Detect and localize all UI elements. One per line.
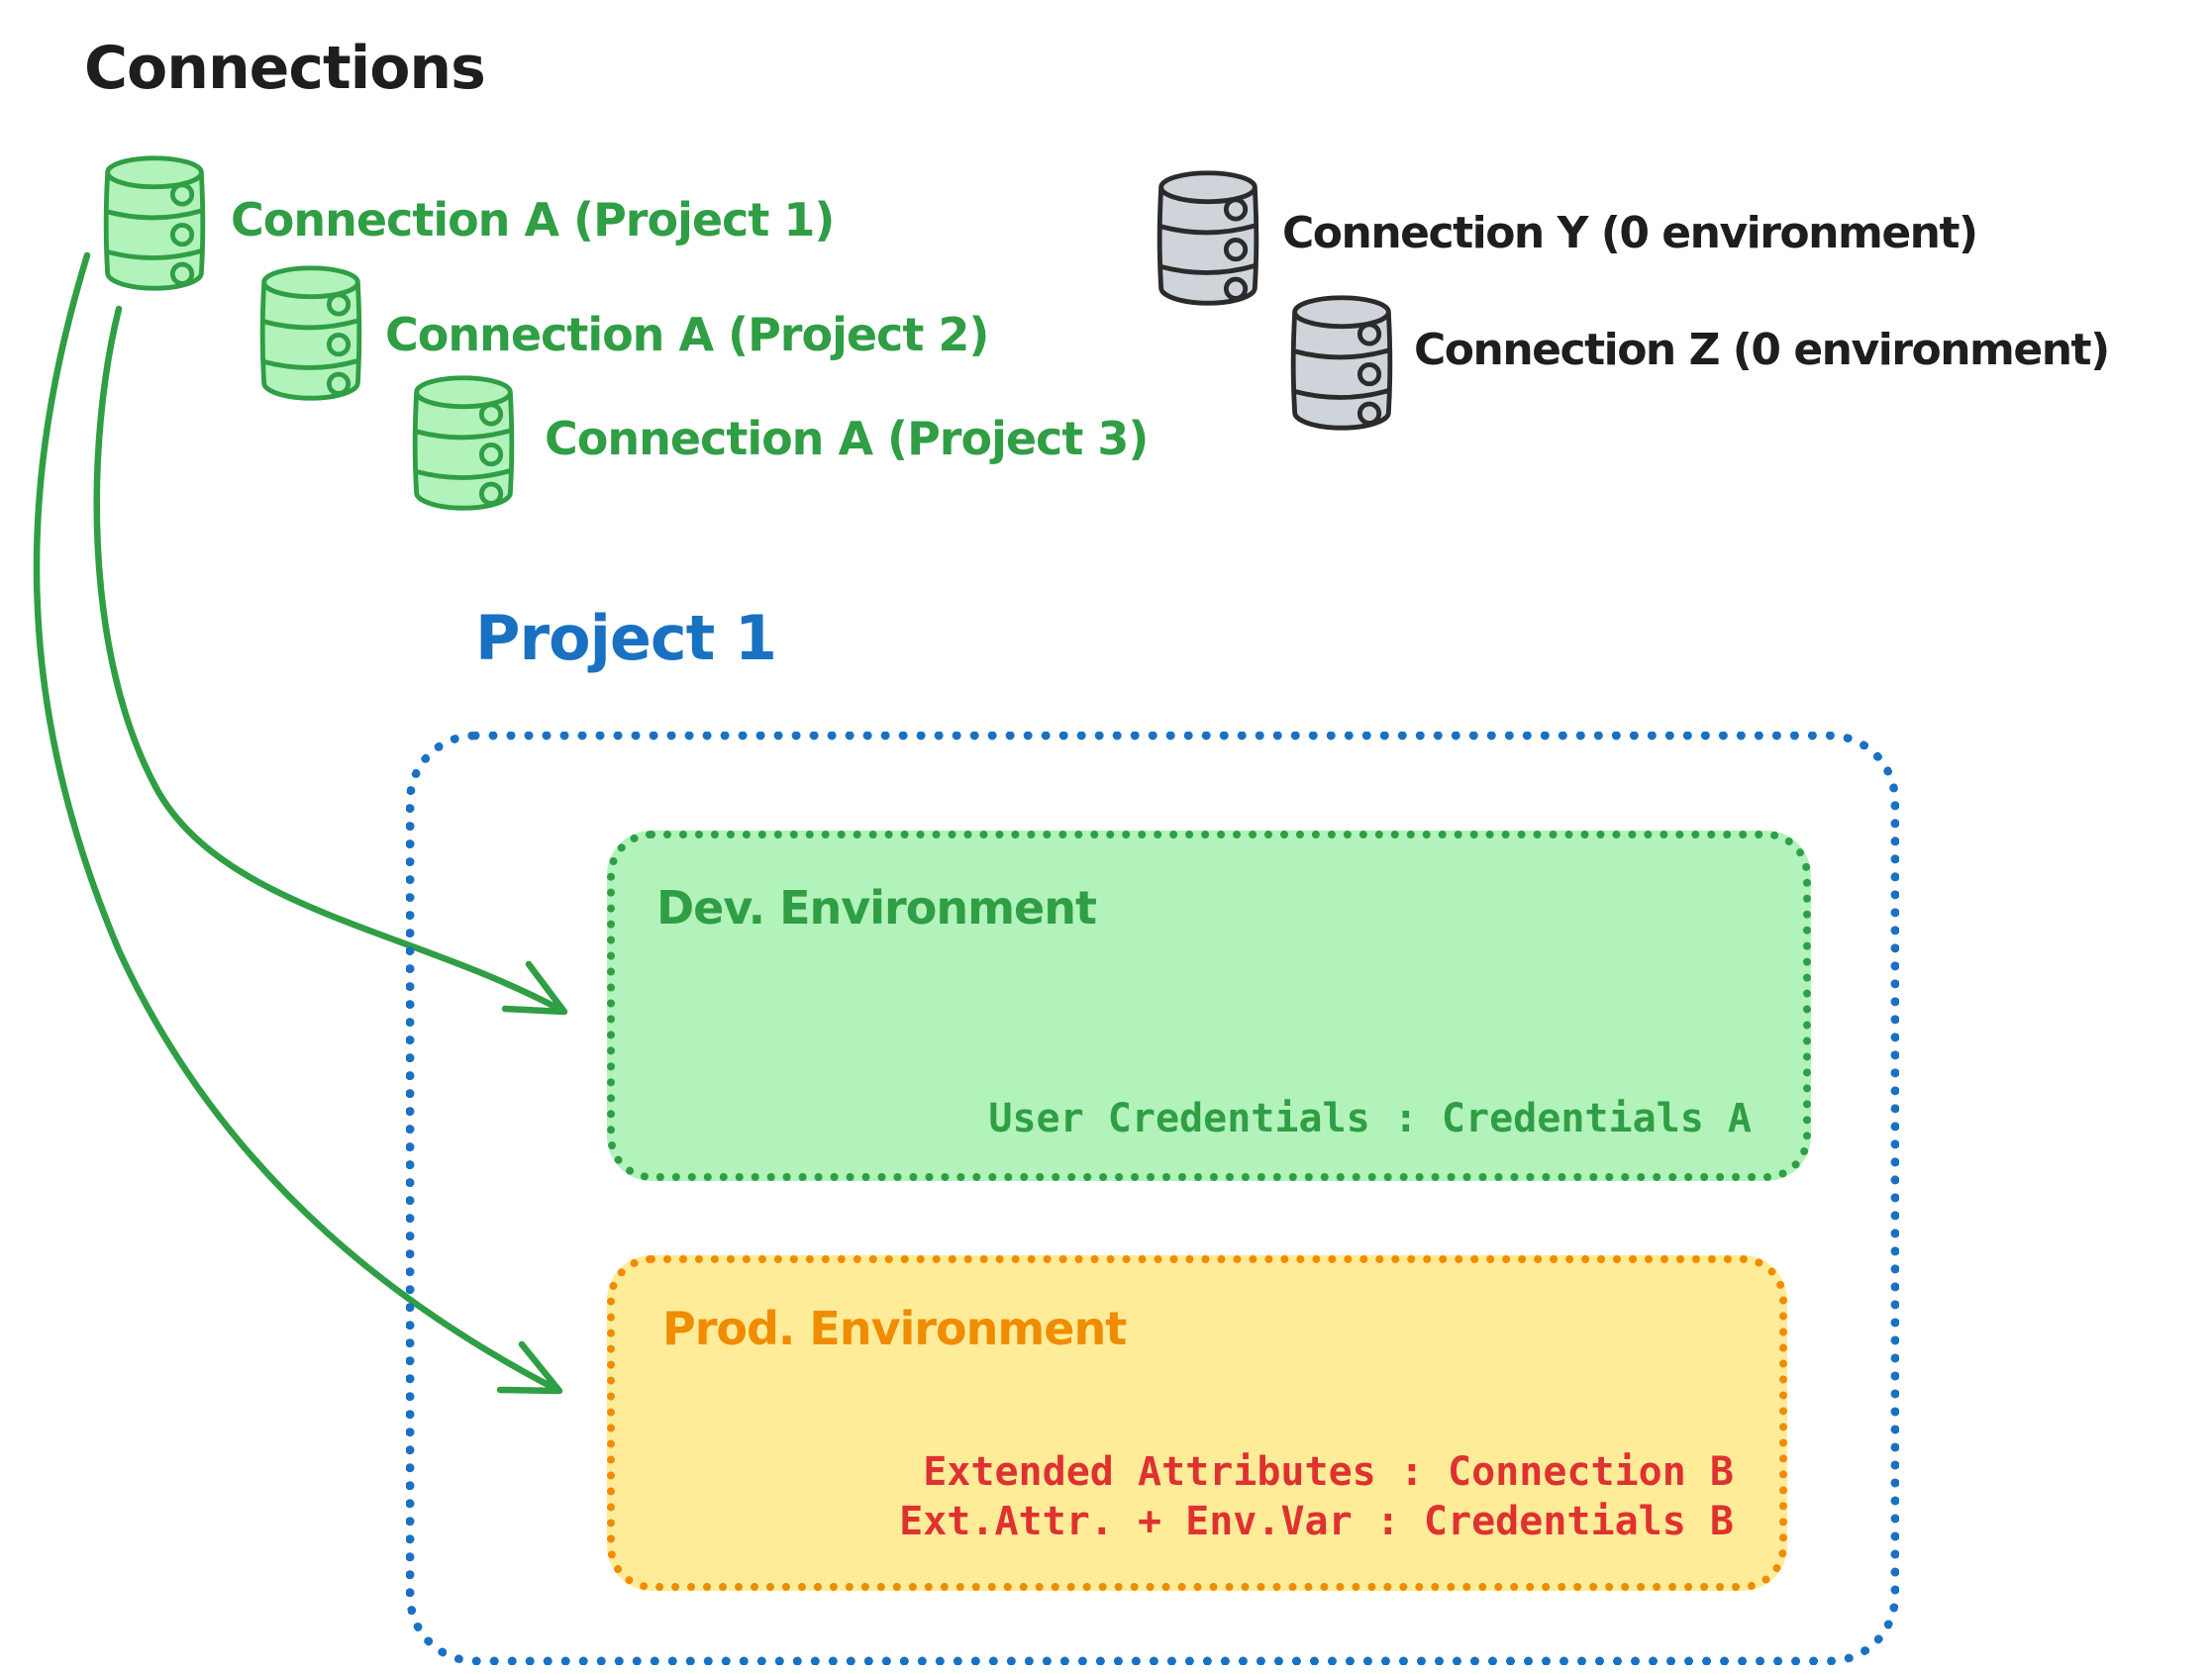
project-1-title: Project 1 [475, 602, 777, 674]
project-1-container: Dev. Environment User Credentials : Cred… [406, 732, 1899, 1665]
page-title: Connections [84, 34, 486, 103]
database-icon-connection-a-project2 [253, 260, 368, 404]
connection-a-project2-label: Connection A (Project 2) [385, 308, 989, 361]
dev-credentials-mapping: User Credentials : Credentials A [988, 1096, 1752, 1141]
database-icon-connection-a-project3 [406, 370, 521, 514]
prod-environment-title: Prod. Environment [662, 1302, 1127, 1355]
dev-environment-title: Dev. Environment [656, 881, 1097, 935]
database-icon-connection-a-project1 [97, 150, 212, 294]
connection-a-project3-label: Connection A (Project 3) [545, 412, 1149, 465]
database-icon-connection-y [1151, 165, 1265, 309]
database-icon-connection-z [1284, 290, 1399, 434]
dev-environment-box: Dev. Environment User Credentials : Cred… [607, 831, 1811, 1181]
prod-environment-box: Prod. Environment Extended Attributes : … [607, 1255, 1787, 1591]
connection-a-project1-label: Connection A (Project 1) [231, 193, 835, 246]
connection-y-label: Connection Y (0 environment) [1282, 208, 1978, 258]
prod-connection-mapping: Extended Attributes : Connection B [923, 1449, 1734, 1495]
prod-mappings-list: Extended Attributes : Connection B Ext.A… [899, 1447, 1734, 1546]
connection-z-label: Connection Z (0 environment) [1414, 325, 2110, 375]
prod-credentials-mapping: Ext.Attr. + Env.Var : Credentials B [899, 1499, 1734, 1544]
